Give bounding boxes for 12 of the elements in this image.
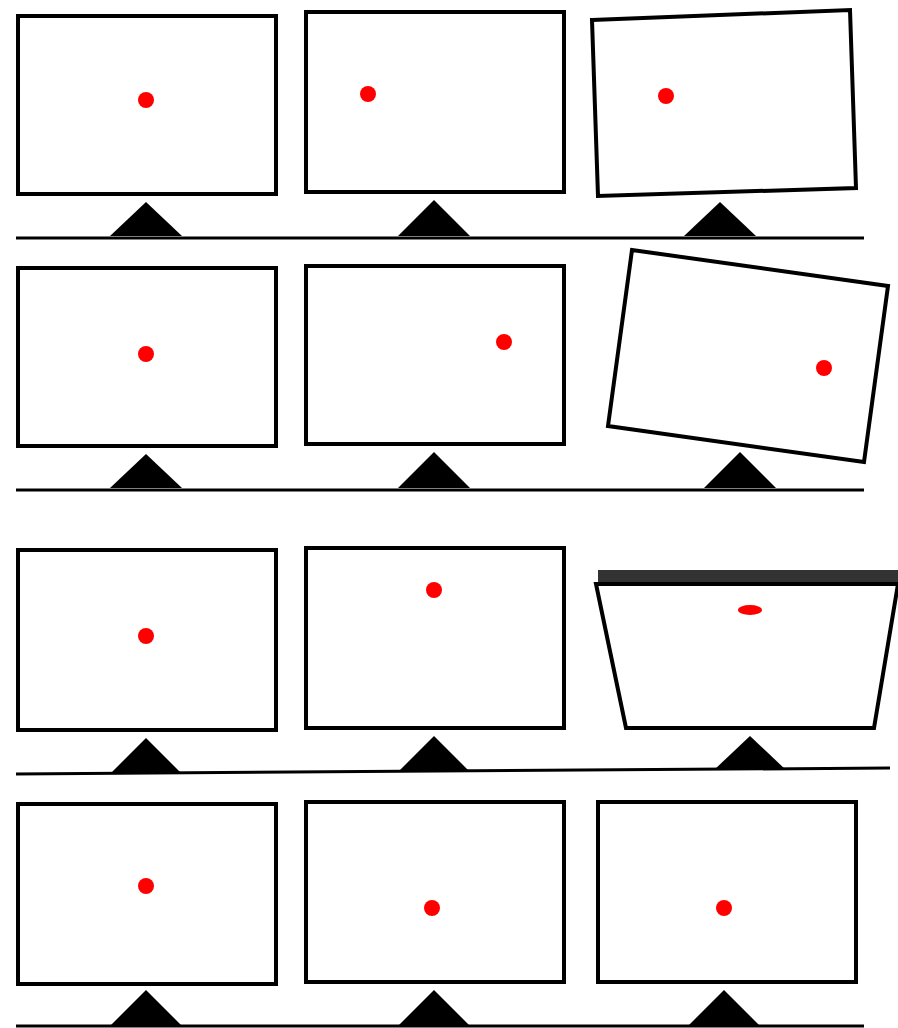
screen-box [596,800,858,984]
screen-box [16,14,278,196]
screen-box [304,10,566,194]
screen-box [589,7,859,199]
screen-box [304,800,566,984]
screen-box [605,247,891,465]
screen-box [304,264,566,446]
screen-box [16,266,278,448]
tilted-screen [593,570,898,730]
screen-box [16,802,278,986]
screen-box [16,548,278,732]
screen-box [304,546,566,730]
